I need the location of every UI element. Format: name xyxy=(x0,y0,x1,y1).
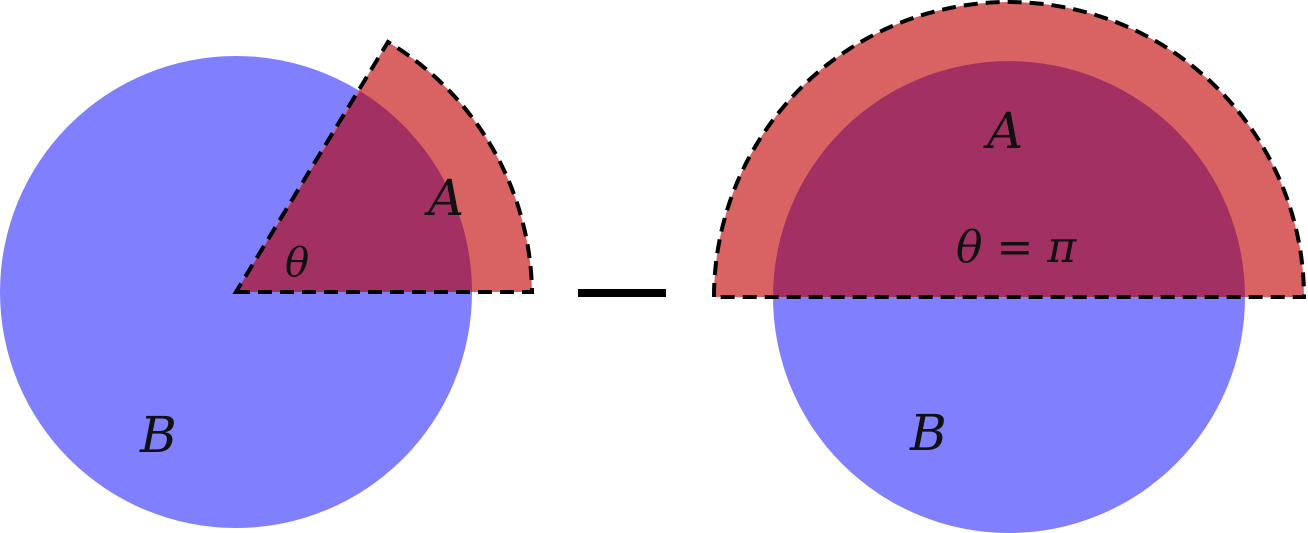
left-overlap-region xyxy=(236,91,473,292)
right-label-b: B xyxy=(909,404,947,462)
right-overlap-region xyxy=(773,61,1245,298)
left-label-b: B xyxy=(139,406,177,464)
right-half-disk-outline xyxy=(711,0,1307,299)
minus-sign-icon xyxy=(578,289,666,297)
left-label-theta: θ xyxy=(285,240,309,286)
right-label-theta-eq-pi: θ = π xyxy=(956,222,1077,273)
left-label-a: A xyxy=(424,169,464,227)
left-sector-outline xyxy=(232,39,535,294)
right-panel: A θ = π B xyxy=(711,0,1307,533)
left-panel: θ A B xyxy=(0,39,535,528)
right-label-a: A xyxy=(983,102,1023,160)
